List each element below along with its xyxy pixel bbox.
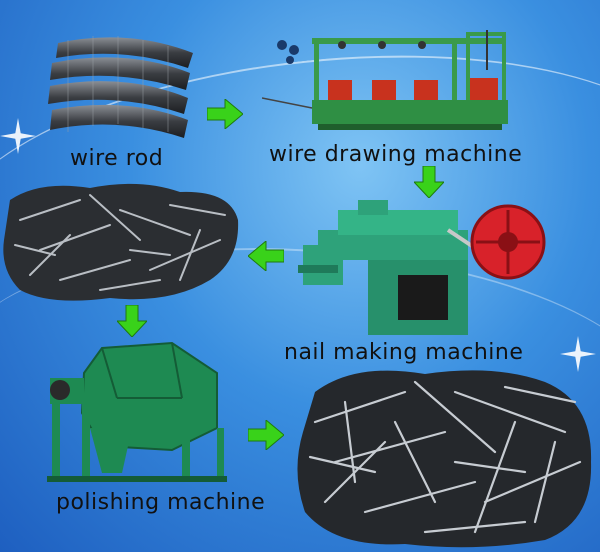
polished-nails-image <box>297 370 592 548</box>
arrow-right-icon <box>248 420 284 450</box>
wire-drawing-machine-label: wire drawing machine <box>269 142 523 167</box>
polishing-machine-image <box>47 341 227 482</box>
wire-rod-image <box>48 36 193 138</box>
arrow-down-icon <box>117 305 147 337</box>
sparkle-icon <box>0 118 36 154</box>
wire-rod-label: wire rod <box>70 146 164 171</box>
arrow-down-icon <box>414 166 444 198</box>
wire-drawing-machine-image <box>262 30 508 130</box>
arrow-right-icon <box>207 99 243 129</box>
nail-pile-image <box>3 183 239 301</box>
arrow-left-icon <box>248 241 284 271</box>
nail-making-machine-label: nail making machine <box>284 340 524 365</box>
polishing-machine-label: polishing machine <box>56 490 266 515</box>
sparkle-icon <box>560 336 596 372</box>
nail-making-machine-image <box>298 200 546 335</box>
